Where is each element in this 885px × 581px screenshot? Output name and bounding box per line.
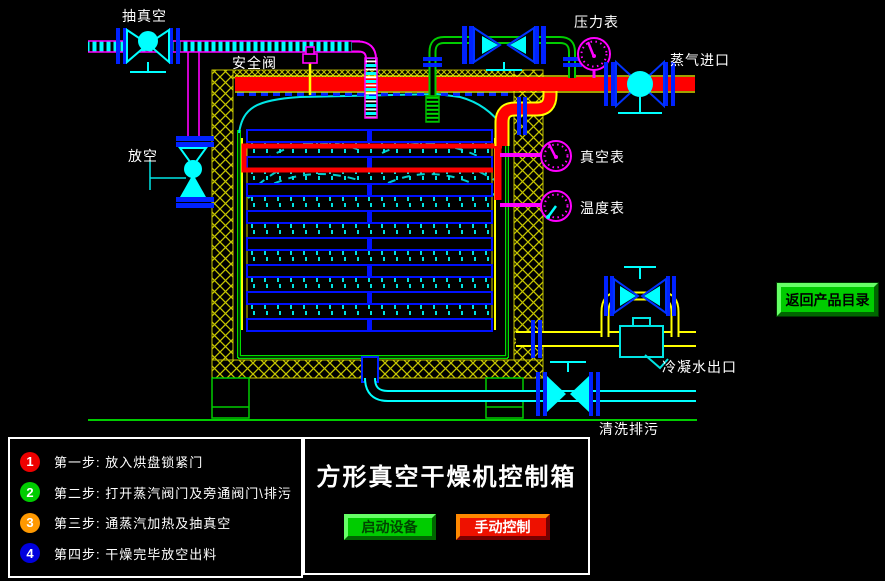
vacuum-pump-valve-icon[interactable] (116, 28, 180, 73)
vent-valve-icon[interactable] (149, 136, 214, 208)
flush-drain-pipe (361, 356, 696, 402)
return-catalog-button[interactable]: 返回产品目录 (776, 282, 879, 317)
step-item-2: 2 第二步: 打开蒸汽阀门及旁通阀门\排污 (20, 482, 301, 503)
control-panel: 方形真空干燥机控制箱 启动设备 手动控制 (303, 437, 590, 575)
dome-liner (238, 92, 508, 134)
condensate-bypass-valve-icon[interactable] (604, 266, 676, 316)
steam-inlet-valve-icon[interactable] (604, 59, 675, 114)
control-panel-title: 方形真空干燥机控制箱 (316, 464, 577, 491)
dryer-chamber (211, 69, 544, 379)
step-text-2: 第二步: 打开蒸汽阀门及旁通阀门\排污 (54, 485, 292, 501)
step-item-4: 4 第四步: 干燥完毕放空出料 (20, 543, 301, 564)
heating-tray-stack (241, 129, 496, 332)
label-vacuum-pump: 抽真空 (122, 8, 167, 24)
label-vent: 放空 (128, 148, 158, 164)
label-flush-drain: 清洗排污 (599, 421, 659, 437)
step-item-1: 1 第一步: 放入烘盘锁紧门 (20, 451, 301, 472)
drain-valve-icon[interactable] (536, 361, 600, 416)
label-steam-inlet: 蒸气进口 (670, 52, 730, 68)
steps-panel: 1 第一步: 放入烘盘锁紧门 2 第二步: 打开蒸汽阀门及旁通阀门\排污 3 第… (8, 437, 303, 578)
bypass-valve-icon[interactable] (462, 26, 546, 71)
label-temperature-gauge: 温度表 (580, 200, 625, 216)
pressure-gauge-icon (577, 37, 611, 78)
step-badge-3: 3 (20, 512, 40, 533)
steam-trap-icon (619, 317, 669, 370)
manual-control-button[interactable]: 手动控制 (455, 514, 550, 540)
step-badge-4: 4 (20, 543, 40, 564)
label-safety-valve: 安全阀 (232, 55, 277, 71)
start-equipment-button[interactable]: 启动设备 (343, 514, 436, 540)
step-text-3: 第三步: 通蒸汽加热及抽真空 (54, 516, 232, 532)
bypass-steam-pipe (423, 36, 582, 123)
step-item-3: 3 第三步: 通蒸汽加热及抽真空 (20, 512, 301, 533)
step-badge-1: 1 (20, 451, 40, 472)
label-pressure-gauge: 压力表 (574, 14, 619, 30)
step-badge-2: 2 (20, 482, 40, 503)
dome-flange (517, 97, 521, 135)
vacuum-gauge-icon (500, 140, 572, 172)
temperature-gauge-icon (500, 190, 572, 222)
safety-valve-icon[interactable] (302, 46, 318, 95)
step-text-4: 第四步: 干燥完毕放空出料 (54, 546, 218, 562)
label-vacuum-gauge: 真空表 (580, 149, 625, 165)
dome-flange (523, 97, 527, 135)
dryer-schematic (88, 26, 697, 421)
step-text-1: 第一步: 放入烘盘锁紧门 (54, 455, 204, 471)
label-condensate-outlet: 冷凝水出口 (662, 359, 737, 375)
